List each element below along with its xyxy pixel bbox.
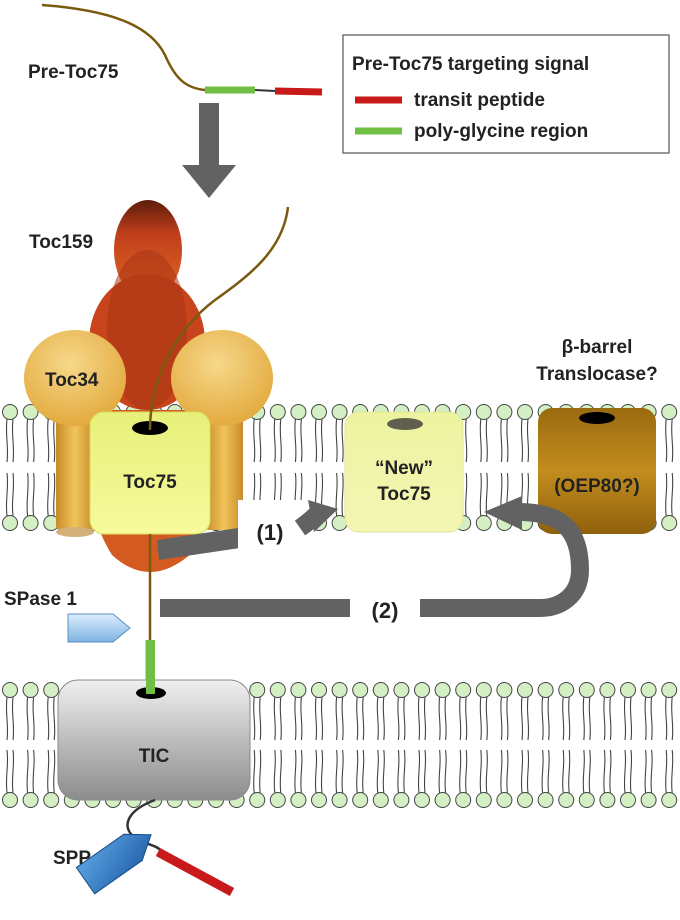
pre-toc75-precursor xyxy=(41,3,323,96)
pathway-2-arrow xyxy=(160,496,590,617)
down-arrow xyxy=(182,103,236,198)
oep80-barrel xyxy=(538,408,656,534)
oep80-label: (OEP80?) xyxy=(554,476,640,497)
legend-title: Pre-Toc75 targeting signal xyxy=(352,54,589,75)
toc159-label: Toc159 xyxy=(29,232,93,253)
toc34-label: Toc34 xyxy=(45,370,99,391)
pathway-2-label: (2) xyxy=(372,598,399,623)
beta-barrel-label-line2: Translocase? xyxy=(536,364,657,385)
tic-complex xyxy=(57,640,251,801)
beta-barrel-label-line1: β-barrel xyxy=(562,337,633,358)
pathway-1-label: (1) xyxy=(257,520,284,545)
tic-label: TIC xyxy=(139,746,170,767)
legend-item-poly-glycine: poly-glycine region xyxy=(414,121,588,142)
toc75-label: Toc75 xyxy=(123,472,177,493)
spase1-label: SPase 1 xyxy=(4,589,77,610)
toc34-receptor-left xyxy=(24,330,126,537)
legend: Pre-Toc75 targeting signal transit pepti… xyxy=(342,34,670,154)
cleaved-transit-peptide xyxy=(155,848,235,896)
spase1-icon xyxy=(67,613,131,643)
spp-icon xyxy=(75,833,152,895)
pre-toc75-label: Pre-Toc75 xyxy=(28,62,119,83)
spp-label: SPP xyxy=(53,848,91,869)
toc34-receptor-right xyxy=(171,330,273,530)
new-toc75-label-line1: “New” xyxy=(375,458,433,479)
new-toc75-label-line2: Toc75 xyxy=(377,484,431,505)
threading-polypeptide xyxy=(148,206,290,431)
new-toc75 xyxy=(344,411,464,533)
legend-item-transit-peptide: transit peptide xyxy=(414,90,545,111)
pathway-1-arrow xyxy=(157,500,338,560)
transit-peptide-segment xyxy=(274,87,323,96)
